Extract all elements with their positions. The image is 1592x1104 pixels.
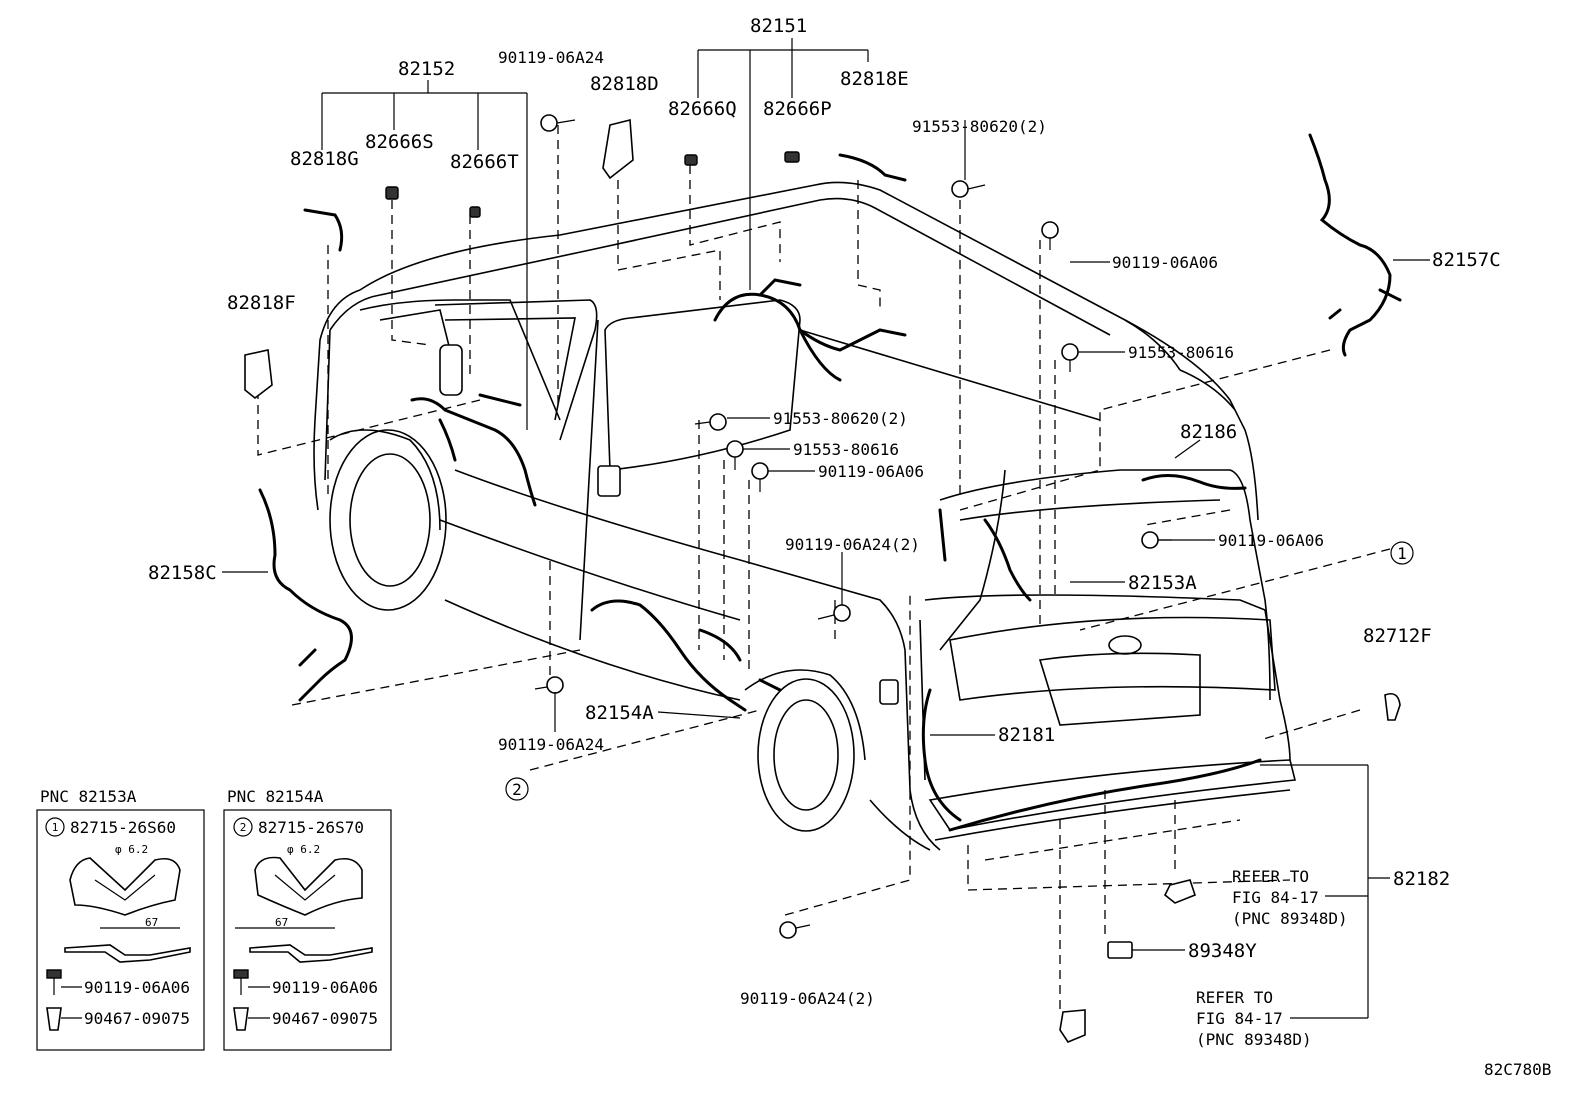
inset-left-dimension: 67	[145, 916, 158, 929]
callout-91553-80616-b: 91553-80616	[793, 440, 899, 459]
inset-left-bolt-icon	[46, 969, 62, 979]
inset-right-clip: 90467-09075	[272, 1009, 378, 1028]
callout-90119-06a24-2-mid: 90119-06A24(2)	[785, 535, 920, 554]
inset-right-ref: 2	[240, 821, 247, 834]
callout-90119-06a24-bottom: 90119-06A24	[498, 735, 604, 754]
callout-82666t: 82666T	[450, 151, 519, 173]
callout-90119-06a06-a: 90119-06A06	[1112, 253, 1218, 272]
callout-82666q: 82666Q	[668, 98, 737, 120]
inset-left-clip: 90467-09075	[84, 1009, 190, 1028]
refer-lower-line2: FIG 84-17	[1196, 1009, 1283, 1028]
circle-ref-2-label: 2	[512, 780, 522, 799]
callout-82712f: 82712F	[1363, 625, 1432, 647]
inset-right-header: PNC 82154A	[227, 787, 324, 806]
callout-89348y: 89348Y	[1188, 940, 1257, 962]
callout-82666s: 82666S	[365, 131, 434, 153]
inset-right-part-no: 82715-26S70	[258, 818, 364, 837]
circle-reference-1: 1	[1390, 541, 1414, 565]
refer-lower-line1: REFER TO	[1196, 988, 1273, 1007]
callout-82182: 82182	[1393, 868, 1450, 890]
inset-right-dimension: 67	[275, 916, 288, 929]
callout-91553-80620-2-top: 91553-80620(2)	[912, 117, 1047, 136]
refer-upper-line3: (PNC 89348D)	[1232, 909, 1348, 928]
callout-82818e: 82818E	[840, 68, 909, 90]
refer-note-lower: REFER TO FIG 84-17 (PNC 89348D)	[1196, 988, 1312, 1049]
inset-left-bolt: 90119-06A06	[84, 978, 190, 997]
inset-left-diameter: φ 6.2	[115, 843, 148, 856]
diagram-id: 82C780B	[1484, 1060, 1551, 1079]
inset-right-diameter: φ 6.2	[287, 843, 320, 856]
callout-91553-80620-2-mid: 91553-80620(2)	[773, 409, 908, 428]
inset-left-ref: 1	[52, 821, 59, 834]
inset-right-bolt: 90119-06A06	[272, 978, 378, 997]
inset-left-header: PNC 82153A	[40, 787, 137, 806]
callout-82181: 82181	[998, 724, 1055, 746]
small-parts	[244, 114, 1401, 1043]
refer-note-upper: REFER TO FIG 84-17 (PNC 89348D)	[1232, 867, 1348, 928]
inset-left-part-no: 82715-26S60	[70, 818, 176, 837]
inset-left-clip-icon	[46, 1007, 62, 1031]
van-body-outline	[313, 181, 1297, 851]
inset-left-bracket	[69, 857, 181, 916]
callout-82153a: 82153A	[1128, 572, 1197, 594]
inset-right-bracket-side	[249, 944, 373, 963]
inset-right-clip-icon	[233, 1007, 249, 1031]
callout-82158c: 82158C	[148, 562, 217, 584]
dashed-leaders	[257, 125, 1391, 1010]
refer-upper-line1: REFER TO	[1232, 867, 1309, 886]
callout-90119-06a06-c: 90119-06A06	[1218, 531, 1324, 550]
callout-90119-06a24-2-bottom: 90119-06A24(2)	[740, 989, 875, 1008]
callout-leaders	[222, 38, 1430, 1019]
callout-82157c: 82157C	[1432, 249, 1501, 271]
callout-82186: 82186	[1180, 421, 1237, 443]
callout-82818f: 82818F	[227, 292, 296, 314]
wire-harnesses	[258, 133, 1402, 832]
callout-90119-06a24-top: 90119-06A24	[498, 48, 604, 67]
circle-reference-2: 2	[505, 777, 529, 801]
callout-82154a: 82154A	[585, 702, 654, 724]
callout-82151: 82151	[750, 15, 807, 37]
callout-82818g: 82818G	[290, 148, 359, 170]
inset-right-bolt-icon	[233, 969, 249, 979]
circle-ref-1-label: 1	[1397, 544, 1407, 563]
refer-upper-line2: FIG 84-17	[1232, 888, 1319, 907]
inset-right-bracket	[254, 856, 363, 916]
callout-82666p: 82666P	[763, 98, 832, 120]
callout-labels: 82151 82152 90119-06A24 82818D 82666Q 82…	[148, 15, 1501, 1008]
callout-82152: 82152	[398, 58, 455, 80]
refer-lower-line3: (PNC 89348D)	[1196, 1030, 1312, 1049]
inset-pnc-82153a: PNC 82153A 1 82715-26S60 φ 6.2 67 90119-…	[36, 787, 205, 1051]
callout-91553-80616-a: 91553-80616	[1128, 343, 1234, 362]
inset-pnc-82154a: PNC 82154A 2 82715-26S70 φ 6.2 67 90119-…	[223, 787, 392, 1051]
callout-90119-06a06-b: 90119-06A06	[818, 462, 924, 481]
callout-82818d: 82818D	[590, 73, 659, 95]
inset-left-bracket-side	[64, 944, 191, 963]
